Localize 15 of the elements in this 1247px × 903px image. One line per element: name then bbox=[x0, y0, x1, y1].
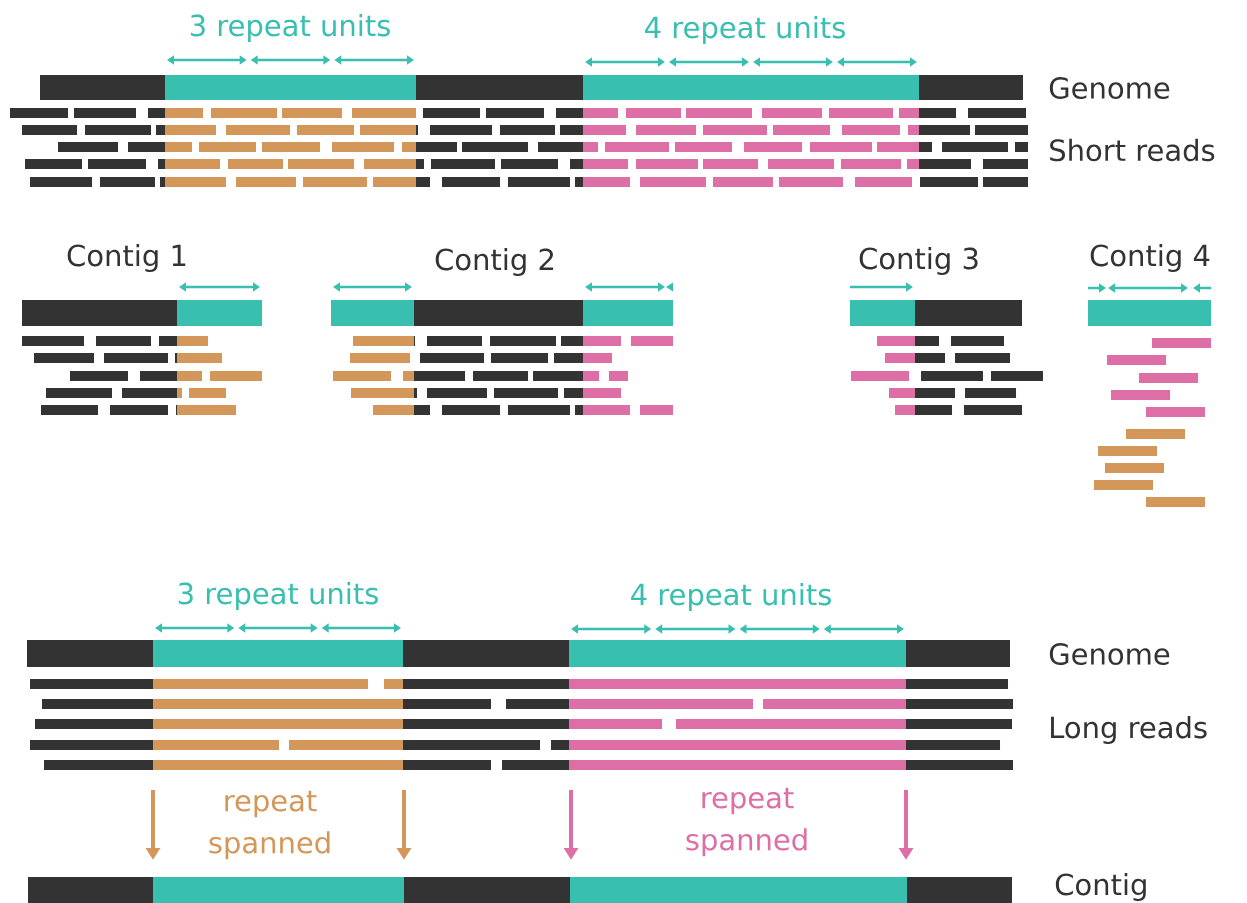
label: Contig 4 bbox=[1090, 243, 1210, 273]
label: repeat spanned bbox=[686, 787, 807, 857]
label: Long reads bbox=[1051, 716, 1207, 745]
label: Genome bbox=[1049, 643, 1170, 665]
label: Contig 2 bbox=[435, 247, 554, 277]
label: 4 repeat units bbox=[645, 15, 845, 45]
label: 4 repeat units bbox=[631, 582, 831, 612]
label: 3 repeat units bbox=[190, 13, 390, 43]
label: 3 repeat units bbox=[178, 581, 378, 611]
label: Short reads bbox=[1050, 138, 1215, 162]
label: repeat spanned bbox=[209, 790, 330, 860]
label: Genome bbox=[1049, 77, 1170, 99]
label: Contig 1 bbox=[67, 243, 186, 273]
label: Contig 3 bbox=[859, 246, 978, 276]
label: Contig bbox=[1055, 873, 1146, 902]
